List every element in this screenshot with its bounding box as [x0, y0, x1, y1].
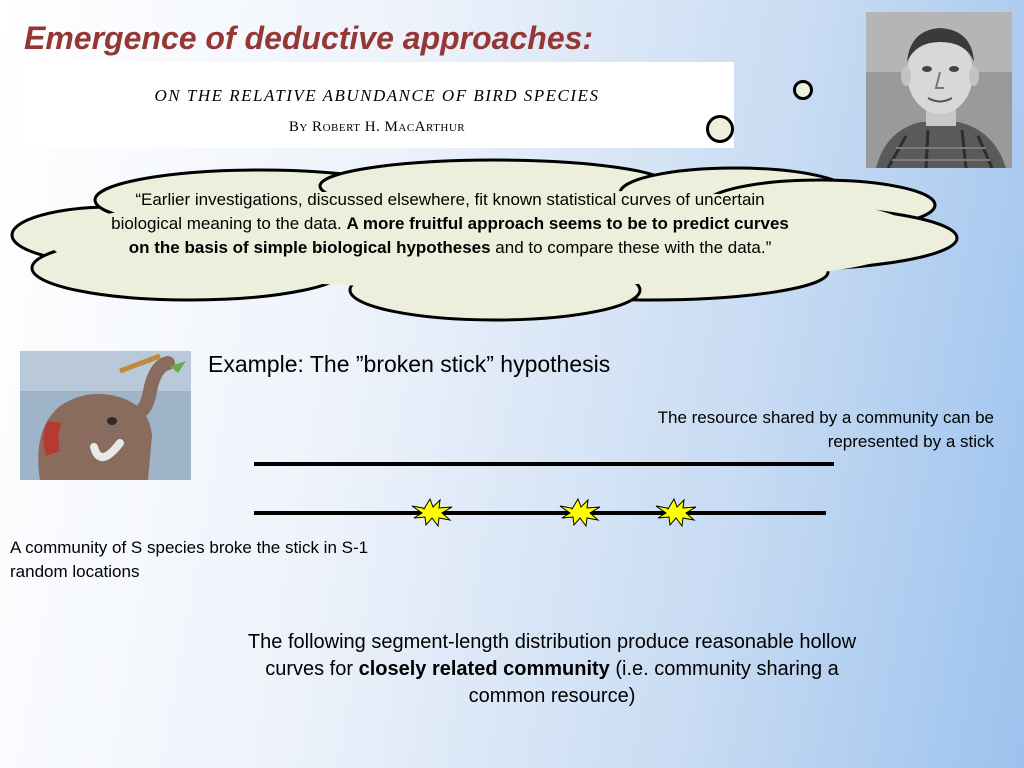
- paper-author: By Robert H. MacArthur: [288, 119, 466, 135]
- distribution-note: The following segment-length distributio…: [230, 629, 874, 710]
- quote-text-end: and to compare these with the data.”: [490, 238, 772, 257]
- macarthur-quote: “Earlier investigations, discussed elsew…: [110, 188, 790, 260]
- break-point-3: [655, 497, 697, 528]
- break-point-1: [411, 497, 453, 528]
- distribution-text-bold: closely related community: [358, 658, 610, 680]
- portrait-photo: [866, 12, 1012, 169]
- community-note: A community of S species broke the stick…: [10, 538, 369, 581]
- resource-note: The resource shared by a community can b…: [657, 408, 994, 451]
- break-point-2: [559, 497, 601, 528]
- broken-stick-diagram: [254, 462, 834, 528]
- example-heading: Example: The ”broken stick” hypothesis: [208, 351, 611, 377]
- thought-bubble-large: [706, 115, 734, 143]
- distribution-text-start: The following segment-length distributio…: [247, 631, 857, 680]
- quote-text-start: “Earlier investigations, discussed elsew…: [111, 190, 765, 233]
- thought-bubble-medium: [793, 80, 813, 100]
- paper-title: ON THE RELATIVE ABUNDANCE OF BIRD SPECIE…: [154, 86, 600, 105]
- distribution-text-end: (i.e. community sharing a common resourc…: [468, 658, 839, 707]
- paper-header: ON THE RELATIVE ABUNDANCE OF BIRD SPECIE…: [20, 62, 734, 148]
- quote-text-bold: A more fruitful approach seems to be to …: [128, 214, 789, 257]
- elephant-cartoon: [20, 351, 191, 480]
- slide-title: Emergence of deductive approaches:: [24, 20, 594, 56]
- quote-cloud: [10, 158, 959, 322]
